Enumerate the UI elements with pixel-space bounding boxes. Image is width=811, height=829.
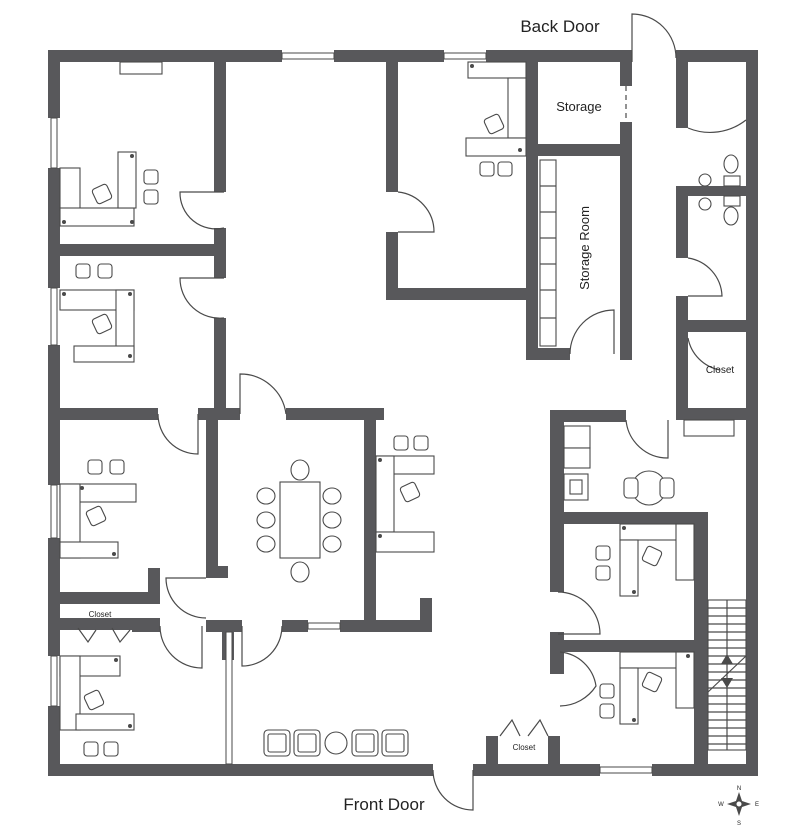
workstation-office-2 xyxy=(59,263,135,363)
workstation-office-3 xyxy=(59,459,137,559)
compass-w: W xyxy=(718,802,724,808)
workstation-office-5 xyxy=(465,61,527,177)
kitchen xyxy=(563,419,735,506)
closet-left-label: Closet xyxy=(89,610,112,619)
storage-shelves xyxy=(539,159,557,347)
interior-walls xyxy=(60,62,746,776)
workstation-office-8 xyxy=(599,651,695,725)
conference-table xyxy=(256,459,342,583)
compass-e: E xyxy=(755,802,759,808)
compass-n: N xyxy=(737,786,741,792)
outer-walls xyxy=(48,50,758,776)
back-door-label: Back Door xyxy=(520,17,600,36)
compass-rose: N S E W xyxy=(718,786,759,827)
workstation-office-4 xyxy=(59,655,135,757)
storage-label: Storage xyxy=(556,99,602,114)
front-door-label: Front Door xyxy=(343,795,425,814)
closet-right-label: Closet xyxy=(706,365,735,376)
workstation-office-6 xyxy=(375,435,435,553)
storage-room-label: Storage Room xyxy=(577,206,592,290)
stairs xyxy=(707,599,747,751)
doors xyxy=(77,13,747,811)
closet-bottom-label: Closet xyxy=(513,743,536,752)
windows xyxy=(50,52,653,774)
compass-s: S xyxy=(737,821,741,827)
lobby-seating xyxy=(263,729,409,757)
bathroom-fixtures xyxy=(698,154,741,226)
workstation-office-1 xyxy=(59,61,163,227)
workstation-office-7 xyxy=(595,523,695,597)
